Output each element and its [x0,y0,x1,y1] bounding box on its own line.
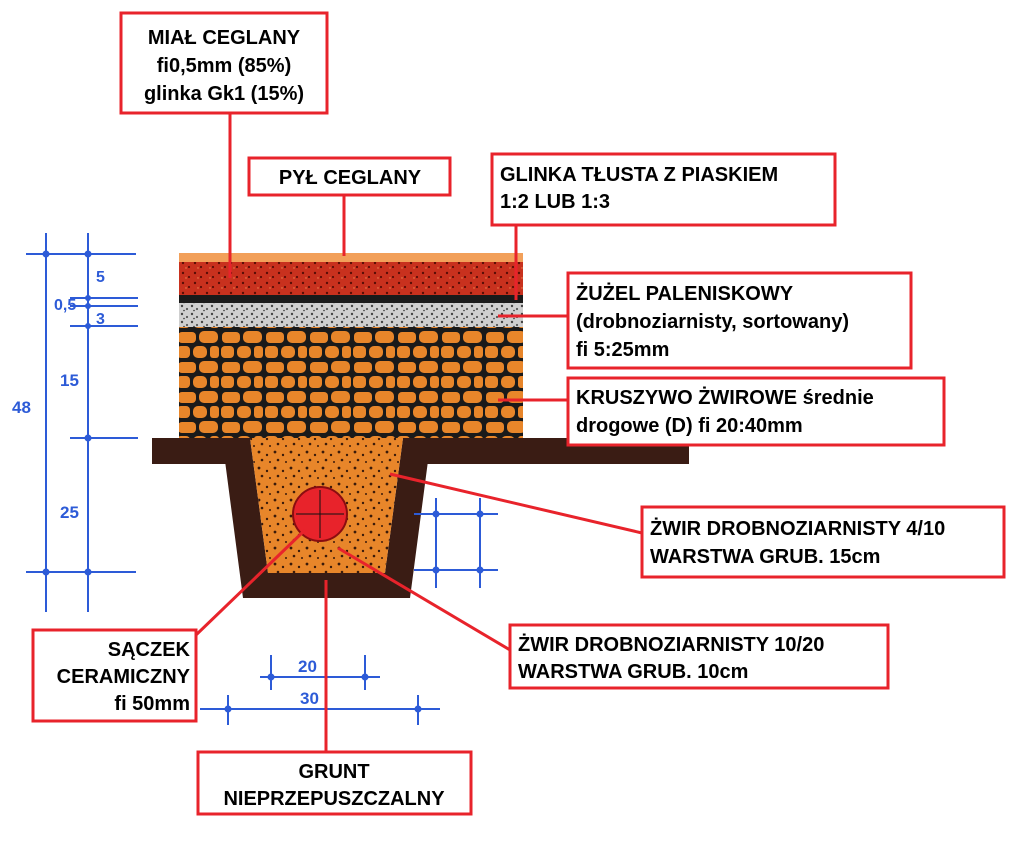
dimension-texts: 5 0,5 3 15 25 48 20 30 [12,269,319,708]
label-texts: MIAŁ CEGLANY fi0,5mm (85%) glinka Gk1 (1… [57,27,946,810]
label-slag-line1: ŻUŻEL PALENISKOWY [576,282,794,305]
label-gravel-4-10-line2: WARSTWA GRUB. 15cm [650,546,880,568]
label-aggregate-line1: KRUSZYWO ŻWIROWE średnie [576,386,874,409]
label-slag-line3: fi 5:25mm [576,339,669,361]
label-box-aggregate [566,376,946,447]
dim-total: 48 [12,398,31,417]
label-brick-dust-line1: PYŁ CEGLANY [279,167,422,189]
dim-layer-aggregate: 15 [60,371,79,390]
dimension-dots [42,250,484,713]
brick-dust-layer [179,253,523,263]
label-box-brick-chip [119,11,329,115]
clay-sand-layer [179,295,523,303]
label-pipe-line1: SĄCZEK [108,639,191,661]
dim-trench-bottom-width: 20 [298,657,317,676]
dim-layer-brick: 5 [96,269,105,286]
dim-layer-clay: 0,5 [54,297,76,314]
label-pipe-line3: fi 50mm [114,693,190,715]
label-ground-line1: GRUNT [298,761,369,783]
label-gravel-10-20-line1: ŻWIR DROBNOZIARNISTY 10/20 [518,633,824,656]
label-gravel-10-20-line2: WARSTWA GRUB. 10cm [518,661,748,683]
label-box-pipe [31,628,198,723]
ground [152,438,689,598]
label-boxes [31,11,1006,816]
dim-layer-slag: 3 [96,311,105,328]
label-brick-chip-line1: MIAŁ CEGLANY [148,27,301,49]
slag-layer [179,303,523,327]
label-box-brick-dust [247,156,452,197]
trench-wall [222,438,431,598]
label-pipe-line2: CERAMICZNY [57,666,191,688]
dim-trench-top-width: 30 [300,689,319,708]
label-gravel-4-10-line1: ŻWIR DROBNOZIARNISTY 4/10 [650,517,945,540]
label-aggregate-line2: drogowe (D) fi 20:40mm [576,415,803,437]
label-box-clay-sand [490,152,837,227]
label-box-ground [196,750,473,816]
label-box-gravel-4-10 [640,505,1006,579]
layers [179,253,523,439]
label-clay-sand-line1: GLINKA TŁUSTA Z PIASKIEM [500,164,778,186]
aggregate-layer [179,327,523,439]
label-brick-chip-line2: fi0,5mm (85%) [157,55,292,77]
dim-trench-depth: 25 [60,503,79,522]
label-brick-chip-line3: glinka Gk1 (15%) [144,83,304,105]
brick-chip-layer [179,262,523,296]
label-box-gravel-10-20 [508,623,890,690]
label-slag-line2: (drobnoziarnisty, sortowany) [576,311,849,333]
label-ground-line2: NIEPRZEPUSZCZALNY [223,788,445,810]
label-box-slag [566,271,913,370]
leader-lines [194,113,643,752]
label-clay-sand-line2: 1:2 LUB 1:3 [500,191,610,213]
